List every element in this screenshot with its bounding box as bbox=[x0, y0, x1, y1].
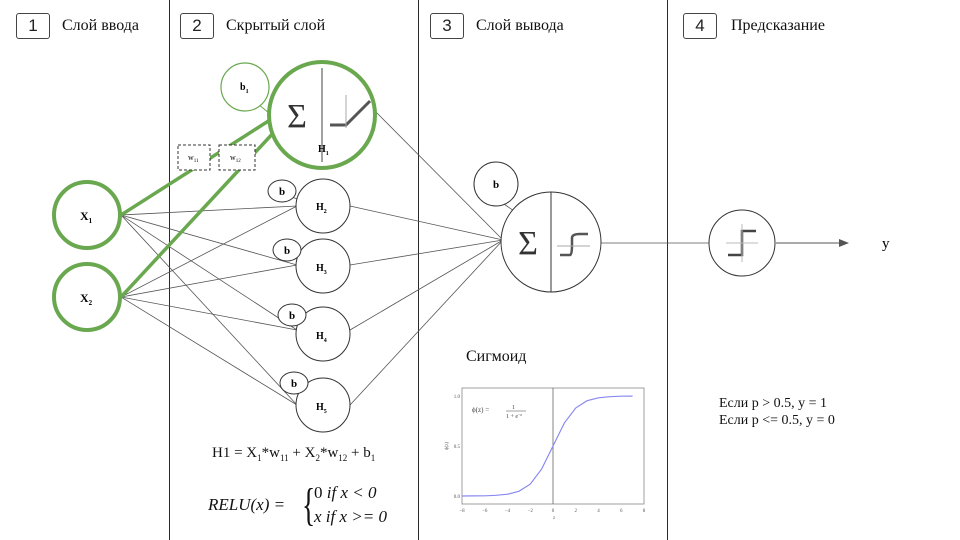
bias-label-h5: b bbox=[291, 378, 297, 390]
edge-h1-out bbox=[375, 111, 504, 241]
relu-formula: RELU(x) = { 0 if x < 0 x if x >= 0 bbox=[208, 479, 408, 533]
input-label-x1: X1 bbox=[80, 209, 93, 225]
hidden-label-h1: H1 bbox=[318, 144, 329, 157]
weight-label-w12: w12 bbox=[230, 153, 241, 164]
sigmoid-ytick-label: 0.0 bbox=[454, 495, 461, 500]
stage-1-title: Слой ввода bbox=[62, 17, 139, 34]
sigmoid-xtick-label: −2 bbox=[528, 509, 534, 514]
sigmoid-title: Сигмоид bbox=[466, 348, 527, 365]
column-divider-3 bbox=[667, 0, 668, 540]
sigmoid-xtick-label: −8 bbox=[459, 509, 465, 514]
relu-case-1: 0 if x < 0 bbox=[314, 483, 377, 502]
sigmoid-ytick-label: 1.0 bbox=[454, 395, 461, 400]
edge-x2-h2 bbox=[120, 205, 298, 298]
hidden-node-h3 bbox=[295, 238, 351, 294]
prediction-rule-1: Если p > 0.5, y = 1 bbox=[719, 396, 828, 411]
sigmoid-formula-num: 1 bbox=[512, 405, 515, 411]
bias-connectors bbox=[288, 195, 307, 395]
bias-label-output: b bbox=[493, 179, 499, 191]
input-node-x1 bbox=[52, 180, 122, 250]
edge-h5-out bbox=[349, 239, 504, 406]
edge-x1-h3 bbox=[120, 214, 298, 266]
sigmoid-xtick-label: 4 bbox=[597, 509, 600, 514]
sigmoid-xtick-label: −6 bbox=[482, 509, 488, 514]
edge-x2-h4 bbox=[120, 296, 298, 331]
stage-4-number: 4 bbox=[683, 13, 717, 39]
edge-x2-h3 bbox=[120, 264, 298, 298]
output-y-label: y bbox=[882, 236, 890, 252]
weight-label-w11: w11 bbox=[188, 153, 199, 164]
sigmoid-formula-den: 1 + e−z bbox=[506, 412, 522, 420]
edge-x1-h5 bbox=[120, 214, 298, 406]
highlighted-edges bbox=[119, 103, 278, 299]
weight-box-w11 bbox=[177, 144, 211, 171]
stage-1-number: 1 bbox=[16, 13, 50, 39]
bias-node-b1 bbox=[220, 62, 270, 112]
bias-node-h3 bbox=[272, 238, 302, 262]
edge-x1-h4 bbox=[120, 214, 298, 331]
bias-node-h5 bbox=[279, 371, 309, 395]
sigmoid-ylabel: ϕ(z) bbox=[445, 441, 450, 450]
h1-sum-symbol: Σ bbox=[287, 98, 307, 135]
hidden-label-h5: H5 bbox=[316, 402, 327, 415]
stage-2-number: 2 bbox=[180, 13, 214, 39]
sigmoid-xtick-label: −4 bbox=[505, 509, 511, 514]
output-sum-symbol: Σ bbox=[518, 225, 538, 262]
bias-label-b1: b1 bbox=[240, 82, 249, 95]
sigmoid-xtick-label: 6 bbox=[620, 509, 623, 514]
column-divider-2 bbox=[418, 0, 419, 540]
hidden-node-h2 bbox=[295, 178, 351, 234]
bias-node-h4 bbox=[277, 303, 307, 327]
edge-x2-h5 bbox=[120, 296, 298, 406]
edge-x1-h2 bbox=[120, 205, 298, 216]
relu-case-2: x if x >= 0 bbox=[314, 507, 387, 526]
bias-node-output bbox=[473, 161, 519, 207]
bias-label-h2: b bbox=[279, 186, 285, 198]
sigmoid-xtick-label: 8 bbox=[643, 509, 646, 514]
hidden-output-connections bbox=[349, 111, 521, 406]
h1-formula: H1 = X1*w11 + X2*w12 + b1 bbox=[212, 445, 376, 463]
stage-4-title: Предсказание bbox=[731, 17, 825, 34]
hidden-label-h2: H2 bbox=[316, 202, 327, 215]
bias-node-h2 bbox=[267, 179, 297, 203]
hidden-label-h4: H4 bbox=[316, 331, 327, 344]
weight-box-w12 bbox=[218, 144, 256, 171]
edge-h3-out bbox=[349, 239, 504, 266]
relu-brace: { bbox=[302, 479, 316, 530]
input-hidden-connections bbox=[120, 205, 298, 406]
relu-lhs: RELU(x) = bbox=[208, 495, 286, 514]
hidden-node-h5 bbox=[295, 377, 351, 433]
sigmoid-ytick-label: 0.5 bbox=[454, 445, 461, 450]
input-node-x2 bbox=[52, 262, 122, 332]
stage-3-title: Слой вывода bbox=[476, 17, 564, 34]
input-label-x2: X2 bbox=[80, 291, 93, 307]
stage-2-title: Скрытый слой bbox=[226, 17, 326, 34]
edge-h2-out bbox=[349, 205, 504, 241]
stage-3-number: 3 bbox=[430, 13, 464, 39]
hidden-label-h3: H3 bbox=[316, 263, 327, 276]
sigmoid-curve bbox=[461, 395, 633, 497]
column-divider-1 bbox=[169, 0, 170, 540]
sigmoid-xtick-label: 2 bbox=[575, 509, 578, 514]
hidden-node-h4 bbox=[295, 306, 351, 362]
prediction-rule-2: Если p <= 0.5, y = 0 bbox=[719, 413, 835, 428]
sigmoid-xtick-label: 0 bbox=[552, 509, 555, 514]
edge-h4-out bbox=[349, 239, 504, 331]
sigmoid-activation-icon bbox=[560, 232, 588, 257]
sigmoid-formula-lhs: ϕ(z) = bbox=[472, 406, 489, 414]
sigmoid-xlabel: z bbox=[553, 516, 556, 520]
bias-label-h3: b bbox=[284, 245, 290, 257]
bias-label-h4: b bbox=[289, 310, 295, 322]
